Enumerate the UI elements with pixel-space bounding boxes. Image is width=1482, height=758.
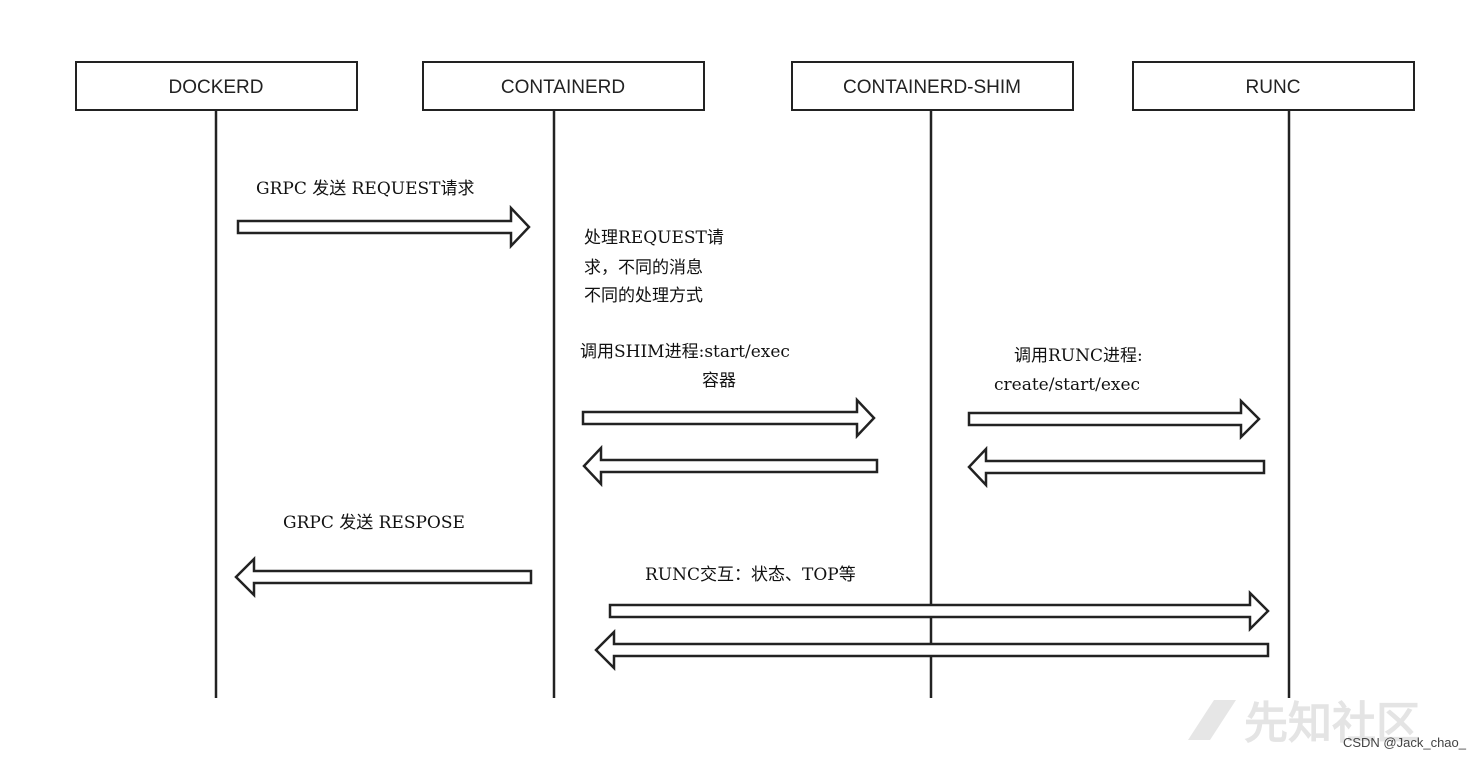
msg-call-shim-line-2: 容器 (702, 371, 736, 391)
arrow-dockerd-to-containerd (236, 204, 531, 250)
actor-runc: RUNC (1132, 61, 1415, 111)
actor-containerd: CONTAINERD (422, 61, 705, 111)
arrow-containerd-to-shim (581, 396, 876, 440)
actor-dockerd: DOCKERD (75, 61, 358, 111)
actor-shim-label: CONTAINERD-SHIM (843, 77, 1021, 98)
msg-call-shim-line-1: 调用SHIM进程:start/exec (580, 342, 790, 362)
msg-call-runc-line-1: 调用RUNC进程: (1014, 346, 1143, 366)
arrow-shim-to-runc (967, 397, 1261, 441)
arrow-containerd-to-runc (608, 589, 1270, 633)
actor-shim: CONTAINERD-SHIM (791, 61, 1074, 111)
msg-grpc-request: GRPC 发送 REQUEST请求 (256, 179, 475, 199)
msg-runc-interact: RUNC交互：状态、TOP等 (645, 565, 856, 585)
actor-dockerd-label: DOCKERD (168, 77, 263, 98)
note-process-line-2: 求，不同的消息 (584, 258, 703, 278)
arrow-runc-to-containerd (594, 628, 1270, 672)
watermark-logo-mark (1188, 700, 1236, 740)
actor-containerd-label: CONTAINERD (501, 77, 625, 98)
watermark-logo-text: 先知社区 (1244, 698, 1420, 749)
actor-runc-label: RUNC (1246, 77, 1301, 98)
watermark-credit: CSDN @Jack_chao_ (1343, 735, 1467, 750)
note-process-line-1: 处理REQUEST请 (584, 228, 724, 248)
note-process-line-3: 不同的处理方式 (584, 286, 703, 306)
msg-grpc-response: GRPC 发送 RESPOSE (283, 513, 465, 533)
msg-call-runc-line-2: create/start/exec (994, 375, 1140, 395)
arrow-shim-to-containerd (582, 444, 879, 488)
watermark: 先知社区 CSDN @Jack_chao_ (1188, 698, 1467, 750)
arrow-runc-to-shim (967, 445, 1266, 489)
arrow-containerd-to-dockerd (234, 555, 533, 599)
